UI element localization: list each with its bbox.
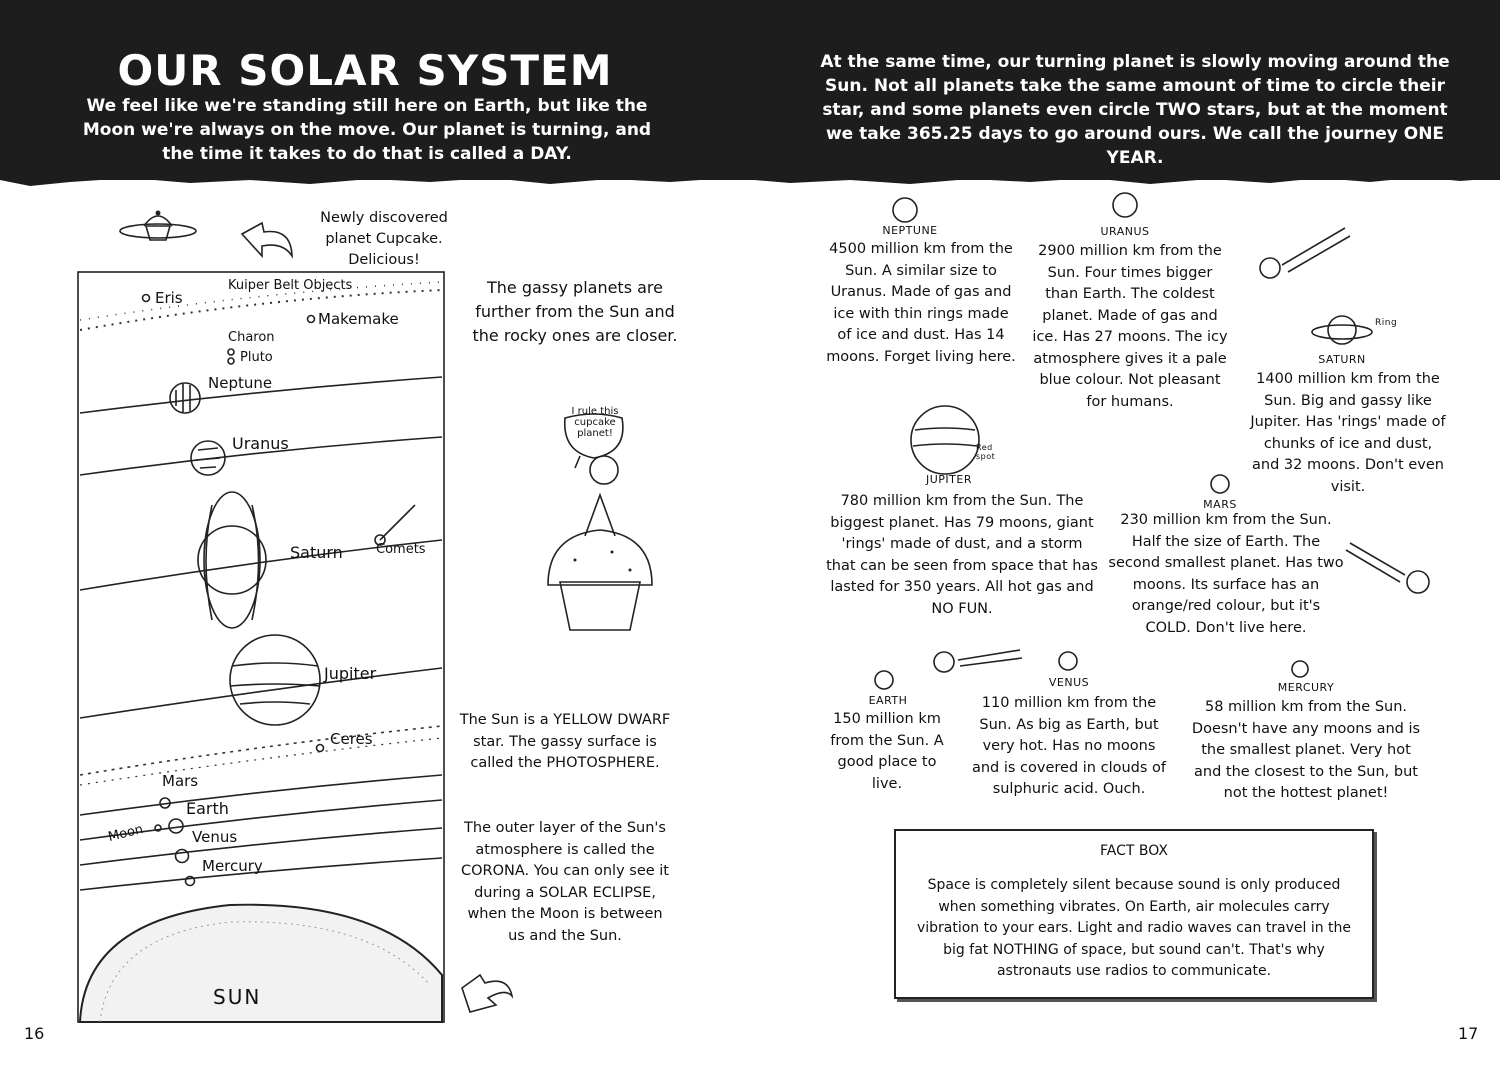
comet-icon <box>379 504 416 541</box>
label-jupiter: Jupiter <box>324 664 377 683</box>
header-torn-edge <box>0 172 1500 186</box>
orbit-earth <box>79 799 443 841</box>
uranus-name: URANUS <box>1100 225 1150 238</box>
neptune-name: NEPTUNE <box>882 224 938 237</box>
cupcake-comet-icon-1 <box>1259 227 1351 279</box>
neptune-planet <box>169 382 201 414</box>
uranus-planet <box>190 440 226 476</box>
page-number-right: 17 <box>1458 1024 1479 1043</box>
label-pluto: Pluto <box>240 350 273 365</box>
saturn-planet-ring <box>203 491 261 629</box>
orbit-uranus <box>79 436 443 476</box>
moon-body <box>154 824 162 832</box>
mercury-icon <box>1291 660 1309 678</box>
page-number-left: 16 <box>24 1024 45 1043</box>
jupiter-name: JUPITER <box>926 473 972 486</box>
header-band <box>0 0 1500 180</box>
earth-planet <box>168 818 184 834</box>
kuiper-belt <box>79 289 443 331</box>
orbit-mercury <box>79 857 443 891</box>
cupcake-comet-icon-3 <box>933 649 1023 673</box>
label-ceres: Ceres <box>330 730 373 748</box>
asteroid-belt <box>79 725 443 776</box>
label-sun: SUN <box>213 985 262 1009</box>
saturn-name: SATURN <box>1318 353 1366 366</box>
mercury-description: 58 million km from the Sun. Doesn't have… <box>1191 699 1421 801</box>
sun-star-note: The Sun is a YELLOW DWARF star. The gass… <box>459 712 671 771</box>
orbit-neptune <box>79 376 443 414</box>
jupiter-description: 780 million km from the Sun. The biggest… <box>826 493 1098 617</box>
cupcake-comet-icon-2 <box>1345 542 1430 594</box>
earth-icon <box>874 670 894 690</box>
mercury-planet <box>184 875 196 887</box>
fact-box: FACT BOX Space is completely silent beca… <box>894 829 1374 999</box>
sun-shape <box>78 903 443 1023</box>
gassy-planets-note: The gassy planets are further from the S… <box>472 278 678 345</box>
page-title: OUR SOLAR SYSTEM <box>117 46 613 95</box>
label-charon: Charon <box>228 330 275 345</box>
venus-name: VENUS <box>1048 676 1090 689</box>
jupiter-spot-label: Red spot <box>976 443 996 461</box>
label-uranus: Uranus <box>232 434 289 453</box>
cupcake-planet-icon <box>119 210 197 241</box>
mars-planet <box>159 797 171 809</box>
neptune-description: 4500 million km from the Sun. A similar … <box>826 241 1016 365</box>
orbit-mars <box>79 774 443 816</box>
label-venus: Venus <box>192 828 238 846</box>
venus-icon <box>1058 651 1078 671</box>
saturn-description: 1400 million km from the Sun. Big and ga… <box>1250 371 1446 495</box>
label-comets: Comets <box>376 542 426 557</box>
fact-box-title: FACT BOX <box>1100 843 1168 859</box>
label-mars: Mars <box>162 772 199 790</box>
earth-description: 150 million km from the Sun. A good plac… <box>830 711 944 792</box>
saturn-icon <box>1311 315 1373 345</box>
label-eris: Eris <box>155 289 183 307</box>
mars-description: 230 million km from the Sun. Half the si… <box>1108 512 1344 636</box>
jupiter-planet <box>229 634 321 726</box>
cupcake-creature-illustration <box>547 413 653 631</box>
bottom-arrow-icon <box>461 973 514 1013</box>
jupiter-icon <box>910 405 980 475</box>
speech-bubble-text: I rule this cupcake planet! <box>571 406 619 439</box>
orbit-venus <box>79 827 443 866</box>
label-mercury: Mercury <box>202 857 263 875</box>
neptune-icon <box>892 197 918 223</box>
corona-note: The outer layer of the Sun's atmosphere … <box>460 820 669 944</box>
saturn-planet <box>197 525 267 595</box>
venus-description: 110 million km from the Sun. As big as E… <box>971 695 1167 797</box>
left-intro-text: We feel like we're standing still here o… <box>82 96 652 164</box>
cupcake-note: Newly discovered planet Cupcake. Delicio… <box>320 210 448 268</box>
uranus-icon <box>1112 192 1138 218</box>
saturn-ring-label: Ring <box>1375 318 1398 328</box>
label-neptune: Neptune <box>208 374 273 392</box>
arrow-icon <box>240 221 293 259</box>
label-kuiper-belt: Kuiper Belt Objects <box>228 278 353 293</box>
earth-name: EARTH <box>868 694 908 707</box>
label-earth: Earth <box>186 799 229 818</box>
fact-box-body: Space is completely silent because sound… <box>916 877 1352 979</box>
mercury-name: MERCURY <box>1277 681 1335 694</box>
label-saturn: Saturn <box>290 543 343 562</box>
mars-icon <box>1210 474 1230 494</box>
label-makemake: Makemake <box>318 310 399 328</box>
right-intro-text: At the same time, our turning planet is … <box>820 52 1450 168</box>
uranus-description: 2900 million km from the Sun. Four times… <box>1032 243 1228 410</box>
mars-name: MARS <box>1203 498 1237 511</box>
venus-planet <box>174 848 190 864</box>
orbit-jupiter <box>79 667 443 719</box>
